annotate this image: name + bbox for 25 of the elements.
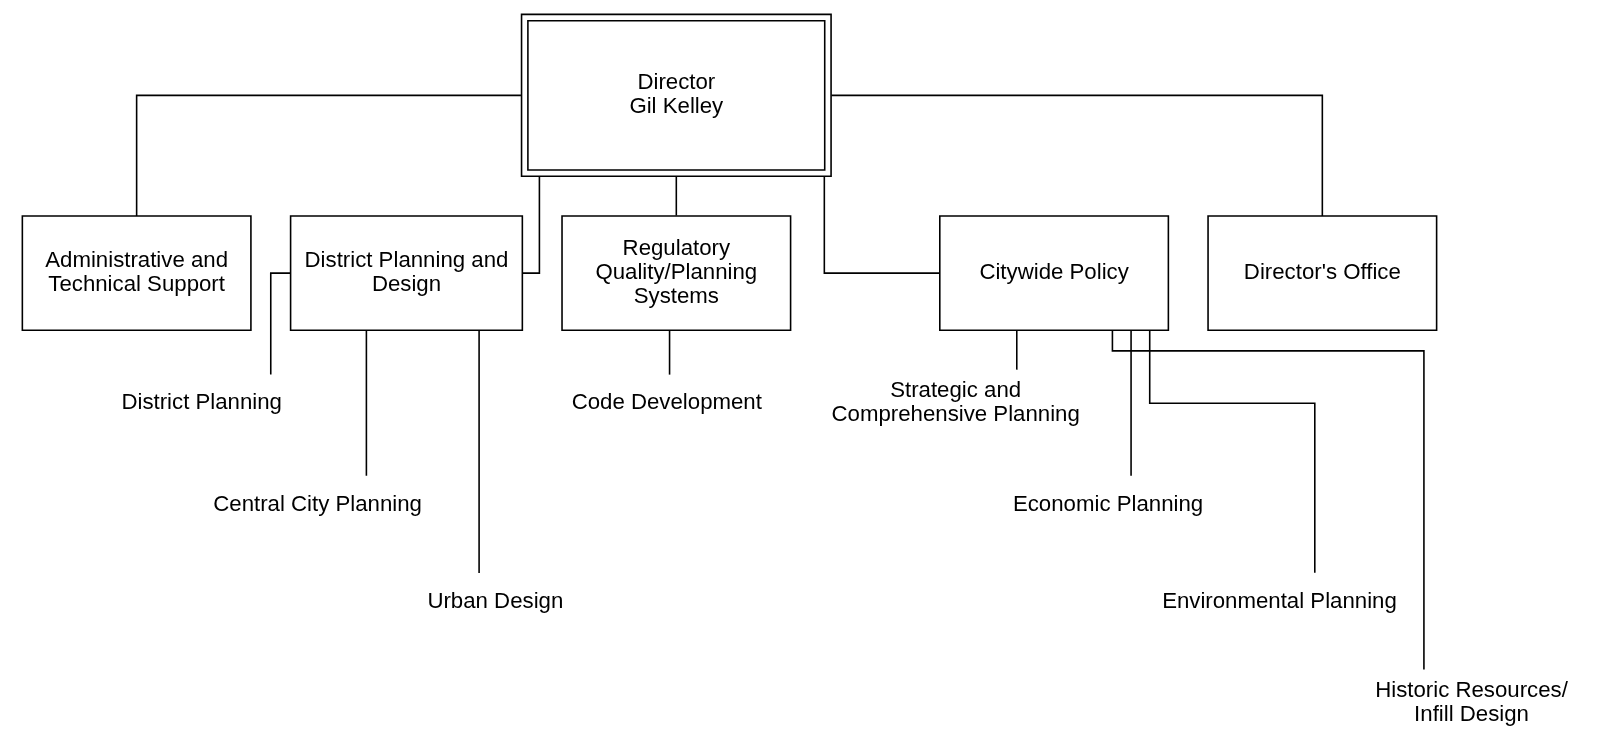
node-text: Historic Resources/ Infill Design	[1374, 677, 1568, 727]
connector	[1111, 329, 1425, 671]
node-text: Urban Design	[426, 587, 563, 613]
connector	[1015, 329, 1018, 371]
connector	[365, 329, 367, 477]
node-box: Administrative and Technical Support	[21, 215, 252, 332]
node-box: Regulatory Quality/Planning Systems	[560, 215, 791, 332]
connector	[830, 94, 1323, 217]
connector	[675, 175, 677, 217]
connector	[135, 94, 522, 217]
node-text: Central City Planning	[212, 490, 422, 516]
node-text: Code Development	[571, 389, 762, 415]
node-text: Environmental Planning	[1161, 587, 1397, 613]
connector	[823, 175, 940, 274]
connector	[1148, 329, 1316, 574]
connector	[477, 329, 480, 574]
node-box: Director Gil Kelley	[520, 13, 832, 178]
node-box: Citywide Policy	[938, 215, 1169, 332]
node-box: District Planning and Design	[289, 215, 523, 332]
node-box: Director's Office	[1206, 215, 1437, 332]
connector	[1129, 329, 1132, 477]
connector	[668, 329, 670, 376]
node-text: District Planning	[120, 389, 282, 415]
node-text: Strategic and Comprehensive Planning	[831, 377, 1080, 427]
node-text: Economic Planning	[1012, 490, 1203, 516]
